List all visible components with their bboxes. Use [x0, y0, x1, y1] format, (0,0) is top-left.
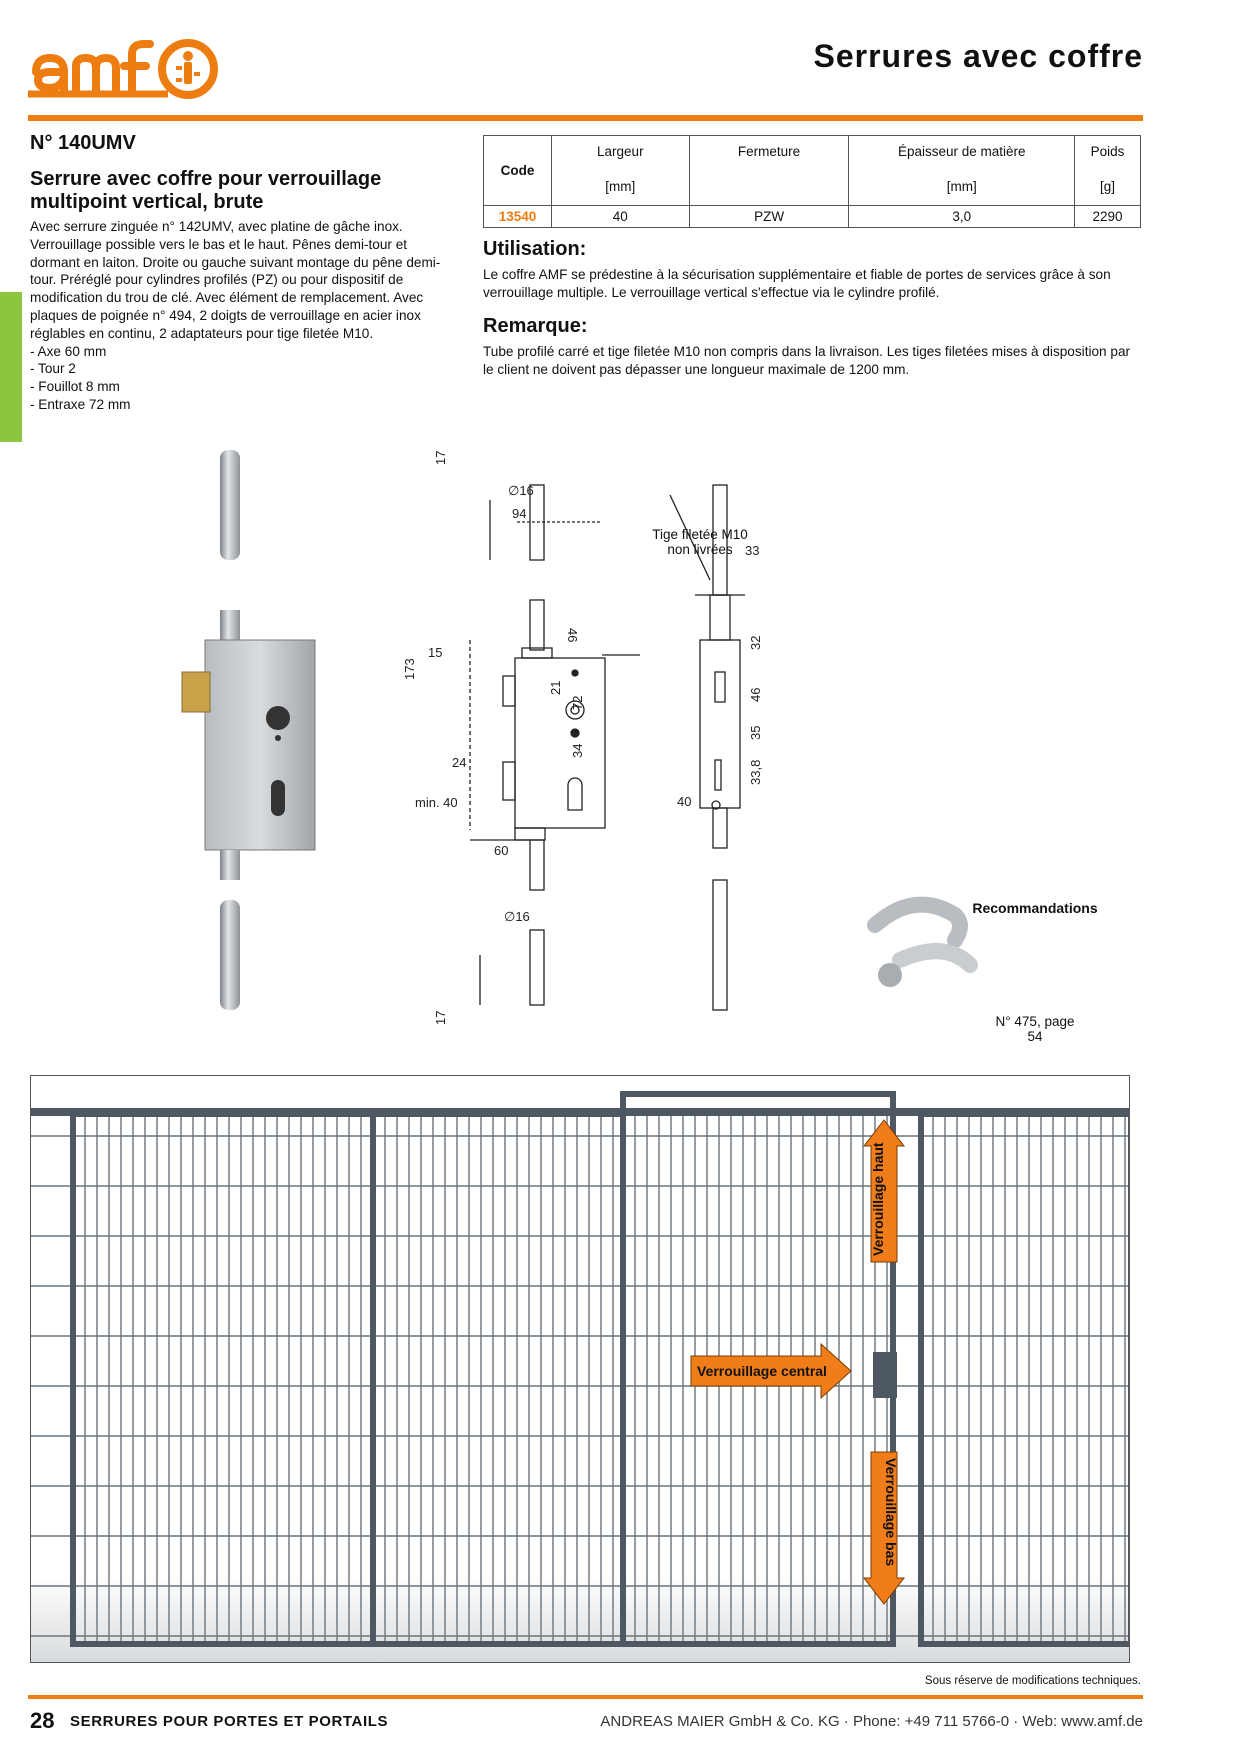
description-item: - Tour 2 [30, 361, 76, 377]
label-top: Verrouillage haut [870, 1142, 886, 1256]
dim-46b: 46 [748, 688, 763, 702]
dim-17-bottom: 17 [433, 1011, 448, 1025]
dim-34: 34 [570, 744, 585, 758]
lock-photo [181, 450, 316, 1010]
arrow-up [862, 1119, 906, 1263]
cell-poids: 2290 [1074, 205, 1141, 228]
dim-32: 32 [748, 636, 763, 650]
threaded-rod-label: Tige filetée M10 non livrées [652, 527, 748, 557]
recommendations-title: Recommandations [972, 900, 1098, 916]
product-name: Serrure avec coffre pour verrouillage mu… [30, 168, 382, 213]
handle-photo [867, 896, 978, 987]
gate-lock [873, 1352, 897, 1398]
side-view [669, 484, 745, 1011]
product-description: Avec serrure zinguée n° 142UMV, avec pla… [30, 218, 450, 414]
section-name: SERRURES POUR PORTES ET PORTAILS [70, 1713, 389, 1730]
header-code: Code [483, 135, 552, 206]
description-main: Avec serrure zinguée n° 142UMV, avec pla… [30, 219, 441, 341]
dim-60: 60 [494, 843, 508, 858]
company-info[interactable]: ANDREAS MAIER GmbH & Co. KG · Phone: +49… [600, 1713, 1143, 1730]
utilisation-title: Utilisation: [483, 238, 587, 260]
label-bottom: Verrouillage bas [883, 1458, 899, 1566]
table-header-row: Code Largeur[mm] Fermeture Épaisseur de … [483, 135, 1141, 206]
label-center: Verrouillage central [697, 1363, 827, 1379]
dim-16-bottom: ∅16 [504, 909, 530, 924]
dim-94: 94 [512, 506, 526, 521]
front-dimensions: 17 ∅16 94 173 15 46 21 72 24 34 min. 40 … [402, 451, 585, 1025]
dim-33: 33 [745, 543, 759, 558]
front-view [469, 484, 640, 1006]
product-number: N° 140UMV [30, 132, 136, 154]
dim-173: 173 [402, 658, 417, 680]
header-rule [28, 115, 1143, 121]
page-title: Serrures avec coffre [813, 38, 1143, 74]
header-largeur: Largeur[mm] [550, 135, 690, 206]
cell-code[interactable]: 13540 [483, 205, 552, 228]
arrow-down [862, 1451, 906, 1605]
dim-17-top: 17 [433, 451, 448, 465]
header-poids: Poids[g] [1074, 135, 1141, 206]
section-tab-marker [0, 292, 22, 442]
dim-15: 15 [428, 645, 442, 660]
dim-21: 21 [548, 681, 563, 695]
spec-table: Code Largeur[mm] Fermeture Épaisseur de … [483, 135, 1141, 228]
description-item: - Fouillot 8 mm [30, 379, 120, 395]
page-number: 28 [30, 1708, 55, 1733]
dim-35: 35 [748, 726, 763, 740]
dim-min40: min. 40 [415, 795, 458, 810]
cell-largeur: 40 [550, 205, 690, 228]
gate-frames [31, 1091, 1129, 1647]
side-dimensions: 33 32 46 35 33,8 40 [677, 543, 763, 809]
gate-photo: Verrouillage haut Verrouillage central V… [30, 1075, 1130, 1663]
cell-epaisseur: 3,0 [848, 205, 1076, 228]
table-row: 13540 40 PZW 3,0 2290 [483, 205, 1141, 228]
remarque-title: Remarque: [483, 315, 588, 337]
gate-illustration: Verrouillage haut Verrouillage central V… [31, 1076, 1129, 1662]
footer-rule [28, 1695, 1143, 1699]
technical-drawing: 17 ∅16 94 173 15 46 21 72 24 34 min. 40 … [181, 450, 978, 1025]
header-epaisseur: Épaisseur de matière[mm] [848, 135, 1076, 206]
cell-fermeture: PZW [688, 205, 850, 228]
dim-33-8: 33,8 [748, 760, 763, 785]
footnote: Sous réserve de modifications techniques… [924, 1675, 1141, 1687]
description-item: - Entraxe 72 mm [30, 396, 131, 412]
dim-72: 72 [570, 696, 585, 710]
header-fermeture: Fermeture [688, 135, 850, 206]
remarque-text: Tube profilé carré et tige filetée M10 n… [483, 344, 1131, 377]
dim-46: 46 [565, 628, 580, 642]
utilisation-text: Le coffre AMF se prédestine à la sécuris… [483, 267, 1111, 300]
dim-24: 24 [452, 755, 466, 770]
dim-40: 40 [677, 794, 691, 809]
dim-16-top: ∅16 [508, 483, 534, 498]
arrow-center [690, 1342, 852, 1400]
recommendations-ref[interactable]: N° 475, page 54 [995, 1014, 1075, 1044]
description-item: - Axe 60 mm [30, 343, 107, 359]
amf-logo [28, 39, 218, 99]
